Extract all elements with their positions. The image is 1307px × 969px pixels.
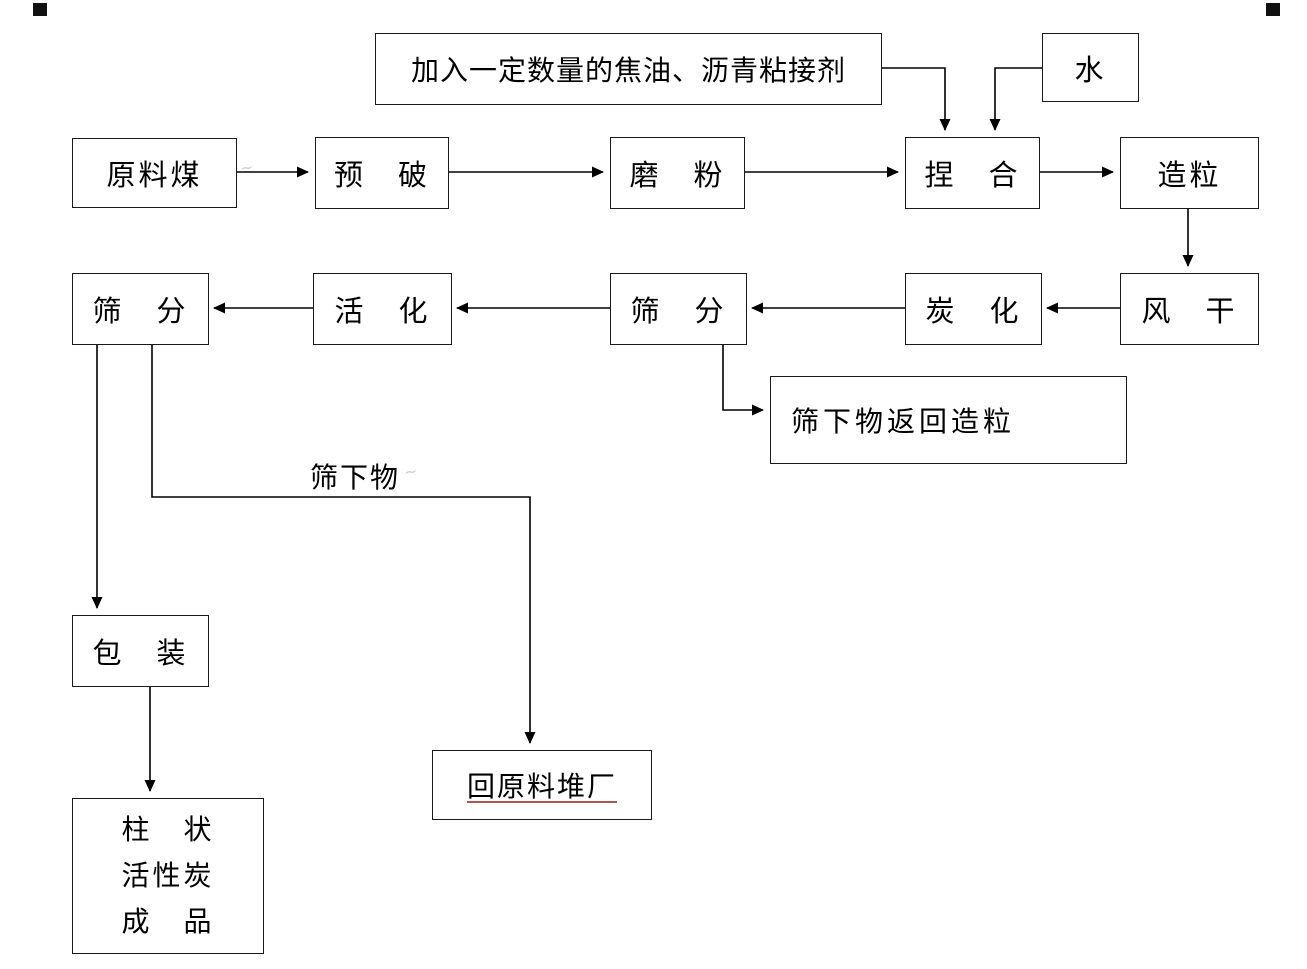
node-undersize-return: 筛下物返回造粒	[770, 376, 1127, 464]
product-line-3: 成 品	[121, 905, 215, 938]
arrow-sieve1-returnyard	[151, 343, 536, 744]
return-yard-label: 回原料堆厂	[466, 770, 617, 803]
node-water-input: 水	[1042, 33, 1139, 102]
page-mark-left	[33, 3, 47, 16]
node-air-dry: 风 干	[1120, 273, 1259, 345]
node-knead: 捏 合	[905, 137, 1040, 209]
product-label-lines: 柱 状 活性炭 成 品	[121, 807, 214, 945]
arrow-water-knead	[989, 67, 1042, 131]
node-granulate: 造粒	[1120, 137, 1259, 209]
arrow-binder-knead	[880, 67, 951, 131]
page-mark-right	[1266, 3, 1280, 16]
node-binder-input: 加入一定数量的焦油、沥青粘接剂	[375, 33, 882, 105]
product-line-1: 柱 状	[121, 813, 215, 846]
node-activate: 活 化	[313, 273, 452, 345]
node-carbonize: 炭 化	[905, 273, 1042, 345]
node-return-yard: 回原料堆厂	[432, 750, 652, 820]
node-sieve-2: 筛 分	[610, 273, 747, 345]
node-grind: 磨 粉	[610, 137, 745, 209]
node-pre-crush: 预 破	[315, 137, 449, 209]
product-line-2: 活性炭	[121, 859, 215, 892]
node-sieve-1: 筛 分	[72, 273, 209, 345]
undersize-edge-label: 筛下物	[306, 456, 405, 496]
arrow-sieve2-undersizereturn	[722, 343, 764, 416]
node-product: 柱 状 活性炭 成 品	[72, 798, 264, 954]
node-raw-coal: 原料煤	[72, 138, 237, 208]
node-pack: 包 装	[72, 615, 209, 687]
